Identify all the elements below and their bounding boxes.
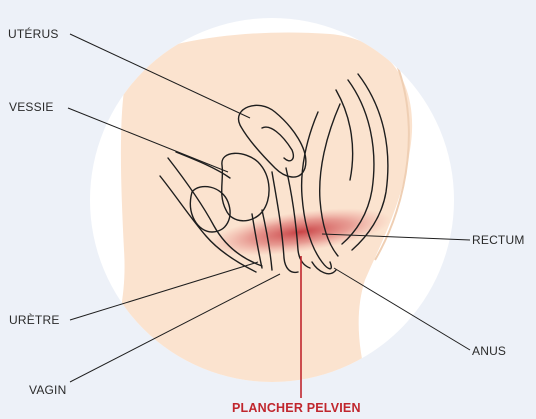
label-anus: ANUS	[472, 344, 506, 358]
label-vessie: VESSIE	[9, 100, 54, 114]
label-rectum: RECTUM	[472, 233, 525, 247]
label-uterus: UTÉRUS	[8, 27, 59, 41]
label-vagin: VAGIN	[29, 383, 66, 397]
label-uretre: URÈTRE	[9, 313, 60, 327]
label-plancher-pelvien: PLANCHER PELVIEN	[232, 401, 361, 415]
